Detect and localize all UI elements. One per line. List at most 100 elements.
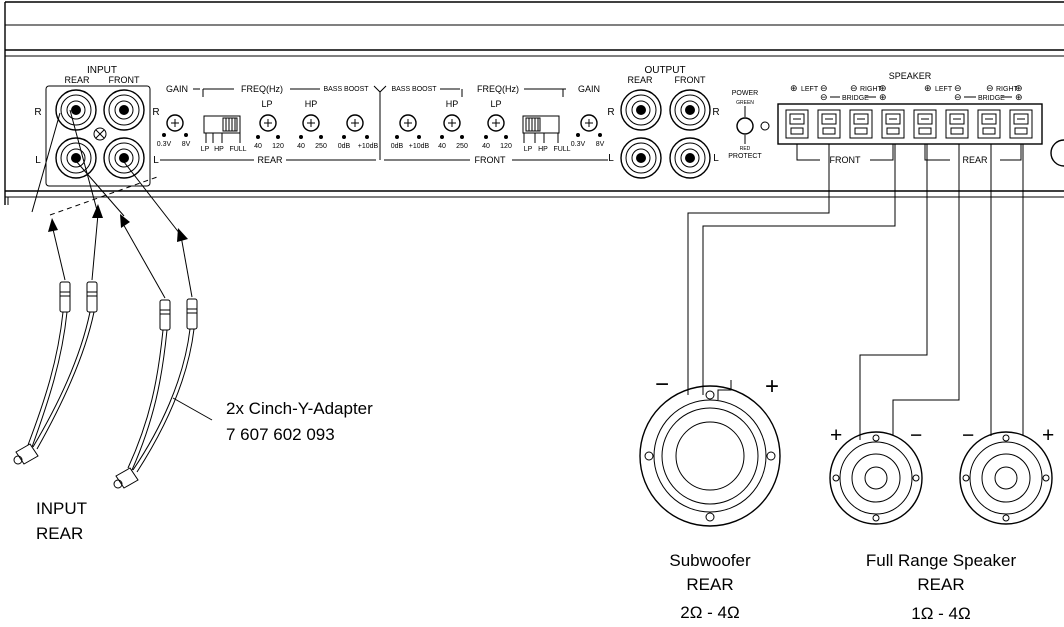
output-jack-rear-l[interactable]: [620, 137, 662, 179]
rear-hp-label: HP: [305, 99, 318, 109]
amplifier-chassis: [4, 1, 1064, 205]
output-jack-front-l[interactable]: [669, 137, 711, 179]
front-controls: BASS BOOST FREQ(Hz) GAIN HP LP 0dB +10dB…: [384, 84, 608, 165]
front-bridge-label: BRIDGE: [842, 95, 869, 102]
front-freq-label: FREQ(Hz): [477, 84, 519, 94]
front-filter-switch[interactable]: [522, 115, 560, 134]
input-jack-rear-r[interactable]: [55, 89, 97, 131]
front-hp-knob[interactable]: [443, 114, 461, 132]
cinch-plug-2: [86, 281, 98, 313]
rear-bridge-minus: ⊖: [954, 92, 962, 102]
terminal-3[interactable]: [849, 109, 873, 139]
green-label: GREEN: [736, 100, 754, 106]
output-jack-front-r[interactable]: [669, 89, 711, 131]
front-hp-label: HP: [446, 99, 459, 109]
rear-bridge-plus: ⊕: [1015, 92, 1023, 102]
rear-hp-knob[interactable]: [302, 114, 320, 132]
full-range-speaker-left-icon: [829, 431, 923, 525]
power-label: POWER: [732, 90, 758, 97]
rear-bassboost-knob[interactable]: [346, 114, 364, 132]
full-range-speaker-right-icon: [959, 431, 1053, 525]
terminal-4[interactable]: [881, 109, 905, 139]
front-group-label: FRONT: [475, 155, 506, 165]
front-gain-max: 8V: [596, 141, 605, 148]
front-gain-min: 0.3V: [571, 141, 586, 148]
front-bass-max: +10dB: [409, 143, 430, 150]
front-lp-max: 120: [500, 143, 512, 150]
speaker-title: SPEAKER: [889, 71, 932, 81]
front-bridge-minus: ⊖: [820, 92, 828, 102]
full-left-plus: +: [830, 424, 842, 447]
terminal-1[interactable]: [785, 109, 809, 139]
adapter-plug-1: [13, 443, 39, 465]
output-jack-rear-r[interactable]: [620, 89, 662, 131]
rear-switch-lp: LP: [201, 146, 210, 153]
rear-right-label: RIGHT: [996, 86, 1019, 93]
rear-lp-label: LP: [261, 99, 272, 109]
output-l-label-right: L: [713, 153, 719, 164]
rear-switch-hp: HP: [214, 146, 224, 153]
input-jack-front-r[interactable]: [103, 89, 145, 131]
front-lp-min: 40: [482, 143, 490, 150]
input-panel: INPUT REAR FRONT R L R L: [34, 65, 160, 187]
rear-gain-knob[interactable]: [166, 114, 184, 132]
terminal-8[interactable]: [1009, 109, 1033, 139]
sub-plus: +: [765, 373, 779, 400]
sub-caption-line2: REAR: [686, 575, 733, 594]
rear-filter-switch[interactable]: [203, 115, 241, 134]
rear-lp-knob[interactable]: [259, 114, 277, 132]
input-rear-label: REAR: [64, 75, 90, 85]
front-left-minus: ⊖: [820, 83, 828, 93]
front-switch-full: FULL: [553, 146, 570, 153]
adapter-plug-2: [113, 467, 139, 489]
speaker-front-group: FRONT: [830, 155, 861, 165]
adapter-label-line1: 2x Cinch-Y-Adapter: [226, 399, 373, 418]
rear-switch-full: FULL: [229, 146, 246, 153]
full-left-minus: −: [910, 424, 922, 447]
front-lp-knob[interactable]: [487, 114, 505, 132]
front-right-plus: ⊕: [879, 83, 887, 93]
sub-minus: −: [655, 371, 669, 398]
terminal-5[interactable]: [913, 109, 937, 139]
full-right-plus: +: [1042, 424, 1054, 447]
speaker-rear-group: REAR: [962, 155, 988, 165]
cinch-plug-4: [186, 298, 198, 330]
output-r-label-right: R: [712, 107, 719, 118]
full-caption-line2: REAR: [917, 575, 964, 594]
front-bassboost-knob[interactable]: [399, 114, 417, 132]
output-title: OUTPUT: [644, 65, 685, 76]
subwoofer-icon: [639, 385, 781, 527]
front-bridge-plus: ⊕: [879, 92, 887, 102]
full-caption-line3: 1Ω - 4Ω: [911, 604, 971, 623]
rear-bass-min: 0dB: [338, 143, 351, 150]
led-icon: [736, 117, 754, 135]
rear-gain-label: GAIN: [166, 84, 188, 94]
speaker-wires: [687, 144, 1024, 440]
rear-left-minus: ⊖: [954, 83, 962, 93]
terminal-2[interactable]: [817, 109, 841, 139]
input-rear-caption-line1: INPUT: [36, 499, 87, 518]
rear-controls: GAIN FREQ(Hz) BASS BOOST LP HP 0.3V 8V L…: [157, 84, 379, 165]
cinch-plug-3: [159, 299, 171, 331]
input-rear-caption-line2: REAR: [36, 524, 83, 543]
input-front-label: FRONT: [109, 75, 140, 85]
output-rear-label: REAR: [627, 75, 653, 85]
front-left-plus: ⊕: [790, 83, 798, 93]
input-r-label-right: R: [152, 107, 159, 118]
front-gain-knob[interactable]: [580, 114, 598, 132]
front-bass-min: 0dB: [391, 143, 404, 150]
led-small-icon: [760, 121, 770, 131]
section-divider: [373, 85, 387, 160]
input-jack-rear-l[interactable]: [55, 137, 97, 179]
full-right-minus: −: [962, 424, 974, 447]
front-lp-label: LP: [490, 99, 501, 109]
front-bassboost-label: BASS BOOST: [391, 86, 437, 93]
front-switch-lp: LP: [524, 146, 533, 153]
input-jack-front-l[interactable]: [103, 137, 145, 179]
output-panel: OUTPUT REAR FRONT R L R L: [607, 65, 720, 179]
terminal-7[interactable]: [977, 109, 1001, 139]
power-indicator: POWER GREEN RED PROTECT: [728, 90, 770, 160]
rear-hp-max: 250: [315, 143, 327, 150]
terminal-6[interactable]: [945, 109, 969, 139]
